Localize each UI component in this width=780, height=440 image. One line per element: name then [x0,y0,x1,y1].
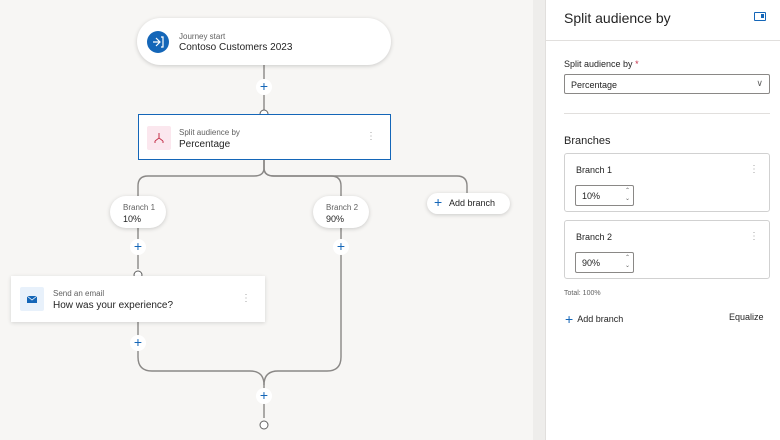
add-branch-button[interactable]: +Add branch [565,309,624,327]
branch-label: Branch 1 [123,203,156,212]
add-step-button[interactable]: + [256,388,272,404]
panel-header-divider [546,40,780,41]
branch-card-1: Branch 1 ⋮ 10% ⌃⌄ [564,153,770,212]
add-step-button[interactable]: + [333,239,349,255]
branches-heading: Branches [564,135,611,147]
branch-card-2: Branch 2 ⋮ 90% ⌃⌄ [564,220,770,279]
email-icon [20,287,44,311]
more-icon[interactable]: ⋮ [749,231,759,242]
branch-value: 90% [326,214,345,224]
total-percentage: Total: 100% [564,290,601,297]
properties-panel: Split audience by Split audience by * Pe… [545,0,780,440]
plus-icon: + [565,311,574,327]
connector-lines [133,65,468,430]
more-icon[interactable]: ⋮ [366,131,376,142]
send-email-node[interactable]: Send an email How was your experience? ⋮ [11,276,265,322]
more-icon[interactable]: ⋮ [749,164,759,175]
add-step-button[interactable]: + [130,335,146,351]
percentage-value: 10% [582,191,601,201]
journey-start-name: Contoso Customers 2023 [179,42,293,53]
split-audience-node[interactable]: Split audience by Percentage ⋮ [138,114,391,160]
spin-arrows-icon[interactable]: ⌃⌄ [624,255,630,269]
split-by-label: Split audience by * [564,59,639,69]
split-node-value: Percentage [179,139,231,150]
split-by-dropdown[interactable]: Percentage ∨ [564,74,770,94]
dock-panel-icon[interactable] [754,12,766,21]
add-step-button[interactable]: + [130,239,146,255]
journey-canvas[interactable]: Journey start Contoso Customers 2023 + S… [0,0,533,440]
add-branch-label: Add branch [449,198,496,208]
dropdown-value: Percentage [571,80,618,90]
branch-percentage-input[interactable]: 90% ⌃⌄ [575,252,634,273]
email-node-label: Send an email [53,289,105,298]
split-icon [147,126,171,150]
chevron-down-icon: ∨ [756,78,763,88]
equalize-button[interactable]: Equalize [729,312,764,322]
journey-start-label: Journey start [179,32,226,41]
branch-label: Branch 2 [326,203,359,212]
add-branch-button[interactable]: + Add branch [427,193,510,214]
spin-arrows-icon[interactable]: ⌃⌄ [624,188,630,202]
section-divider [564,113,770,114]
branch-1-pill[interactable]: Branch 1 10% [110,196,166,228]
plus-icon: + [434,194,443,210]
add-step-button[interactable]: + [256,79,272,95]
more-icon[interactable]: ⋮ [241,293,251,304]
journey-start-icon [147,31,169,53]
journey-start-node[interactable]: Journey start Contoso Customers 2023 [137,18,391,65]
required-marker: * [635,59,639,69]
add-branch-label: Add branch [577,314,624,324]
panel-divider [533,0,545,440]
panel-title: Split audience by [564,10,671,26]
branch-2-pill[interactable]: Branch 2 90% [313,196,369,228]
split-node-label: Split audience by [179,128,240,137]
branch-percentage-input[interactable]: 10% ⌃⌄ [575,185,634,206]
branch-name: Branch 1 [576,165,613,175]
branch-value: 10% [123,214,142,224]
percentage-value: 90% [582,258,601,268]
branch-name: Branch 2 [576,232,613,242]
email-subject: How was your experience? [53,300,174,311]
